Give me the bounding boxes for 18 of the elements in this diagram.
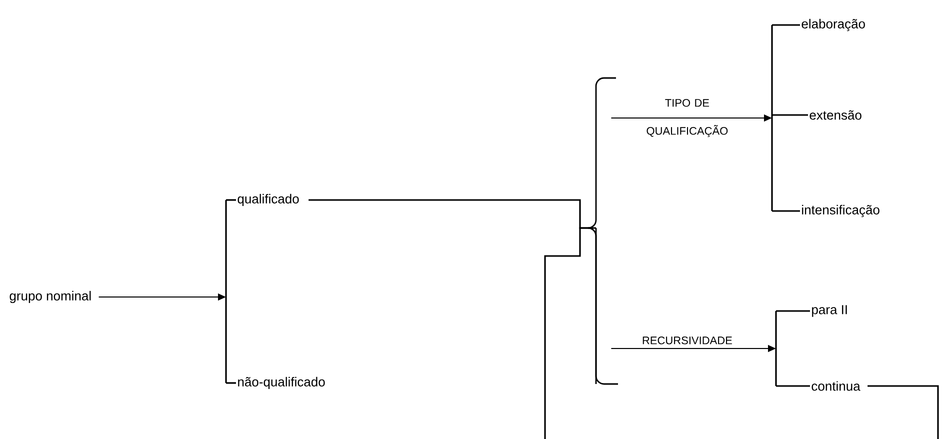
option-label: extensão — [810, 110, 862, 120]
connector — [226, 382, 236, 384]
connector — [226, 199, 236, 201]
option-label: grupo nominal — [10, 290, 91, 304]
option-label: continua — [812, 381, 860, 391]
connector — [772, 114, 808, 116]
connector — [776, 310, 810, 312]
option-label: intensificação — [802, 204, 880, 218]
connector — [772, 210, 800, 212]
option-label: para II — [812, 305, 847, 317]
option-label: elaboração — [802, 18, 865, 32]
edge-label: RECURSIVIDADE — [642, 336, 732, 344]
option-label: não-qualificado — [238, 376, 325, 390]
connector — [772, 24, 800, 26]
connector — [776, 385, 810, 387]
connector — [544, 227, 939, 439]
option-label: qualificado — [238, 194, 299, 206]
edge-label: TIPO DE QUALIFICAÇÃO — [646, 99, 728, 137]
